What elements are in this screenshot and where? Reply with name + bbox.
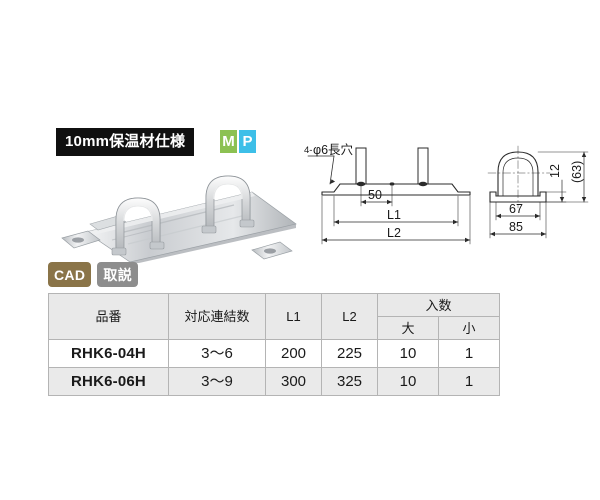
cell-qty-small: 1 [437,367,501,396]
header-quantity-small: 小 [437,316,501,340]
header-model: 品番 [48,293,169,340]
cell-qty-small: 1 [437,339,501,368]
header-quantity-large: 大 [377,316,439,340]
document-badge-group: CAD 取説 [48,262,139,287]
dim-outer-width-85: 85 [509,220,523,234]
cell-l1: 300 [265,367,322,396]
header-l2: L2 [321,293,378,340]
cell-qty-large: 10 [377,339,439,368]
table-row: RHK6-04H 3〜6 200 225 10 1 [48,339,501,368]
spec-table-wrapper: 品番 対応連結数 L1 L2 入数 大 小 RHK6-04H 3〜6 200 2… [48,293,501,396]
hole-note-label: φ6長穴 [313,142,354,157]
cad-download-badge[interactable]: CAD [48,262,92,287]
spec-badge: 10mm保温材仕様 [56,128,195,156]
dim-l2: L2 [387,226,401,240]
cell-l2: 325 [321,367,378,396]
dim-l1: L1 [387,208,401,222]
spec-table: 品番 対応連結数 L1 L2 入数 大 小 RHK6-04H 3〜6 200 2… [48,293,501,396]
header-connections: 対応連結数 [168,293,266,340]
dim-pitch-50: 50 [368,188,382,202]
hole-note-prefix: 4- [304,145,312,156]
cell-model: RHK6-06H [48,367,169,396]
material-badge-p: P [238,129,257,154]
product-photo [56,168,301,263]
cell-connections: 3〜9 [168,367,266,396]
technical-drawing: 4- φ6長穴 50 L1 L2 67 85 12 (63) [300,140,595,265]
header-l1: L1 [265,293,322,340]
material-badge-group: M P [219,129,257,154]
cell-qty-large: 10 [377,367,439,396]
dim-base-height-12: 12 [548,164,562,178]
cell-l1: 200 [265,339,322,368]
table-row: RHK6-06H 3〜9 300 325 10 1 [48,367,501,396]
material-badge-m: M [219,129,238,154]
dim-inner-width-67: 67 [509,202,523,216]
spec-table-head: 品番 対応連結数 L1 L2 入数 大 小 [48,293,501,340]
spec-table-header-row-1: 品番 対応連結数 L1 L2 入数 [48,293,501,340]
cell-connections: 3〜6 [168,339,266,368]
manual-download-badge[interactable]: 取説 [97,262,139,287]
dim-total-height-63: (63) [570,161,584,183]
spec-table-body: RHK6-04H 3〜6 200 225 10 1 RHK6-06H 3〜9 3… [48,339,501,396]
cell-model: RHK6-04H [48,339,169,368]
header-quantity: 入数 [376,293,501,317]
cell-l2: 225 [321,339,378,368]
